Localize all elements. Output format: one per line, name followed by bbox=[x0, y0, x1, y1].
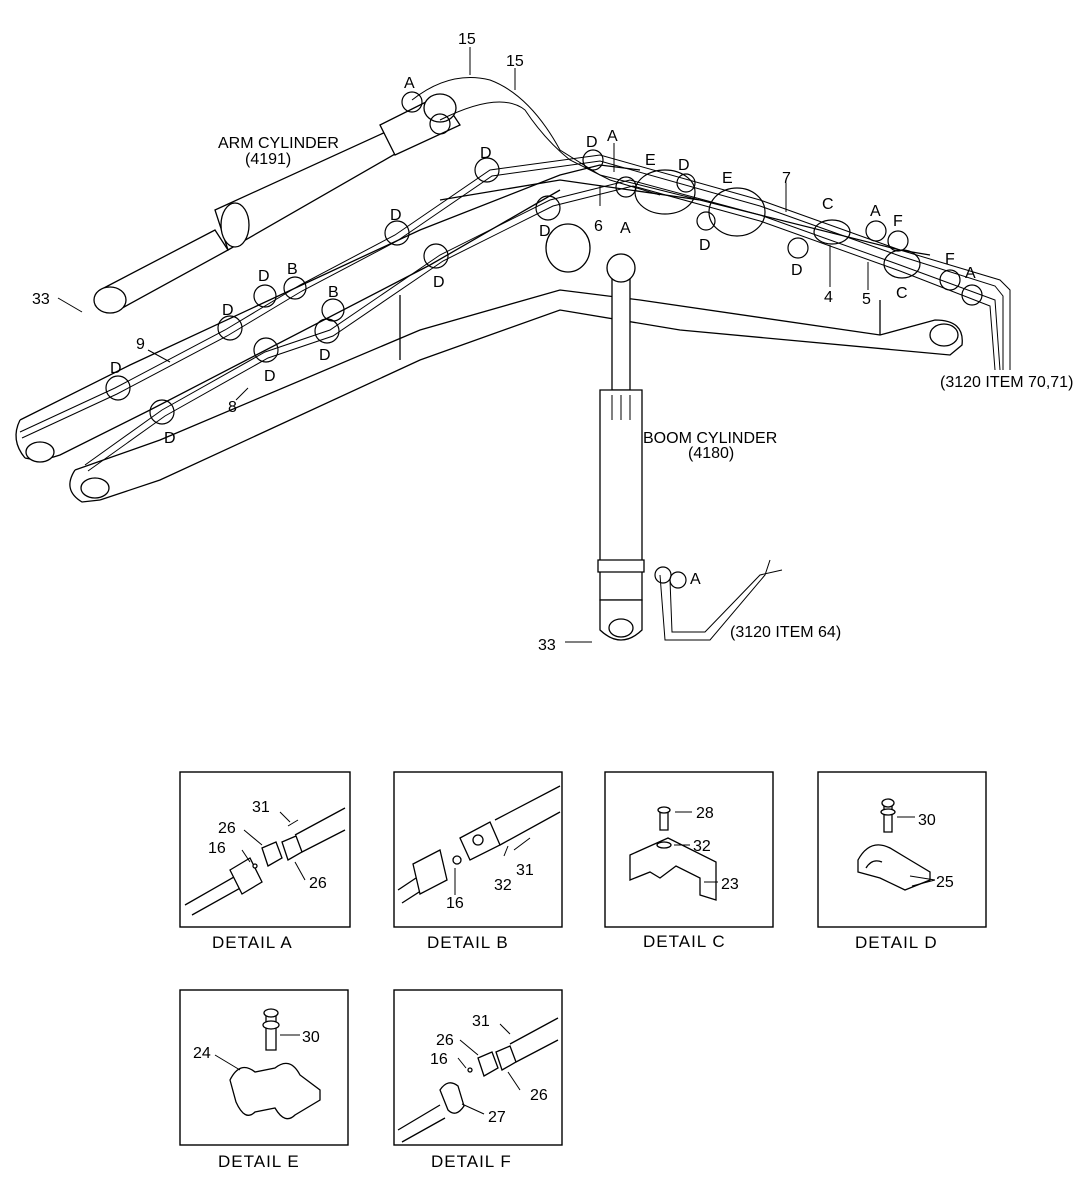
detail-a-part-26: 26 bbox=[309, 875, 327, 892]
callout-A: A bbox=[690, 571, 701, 588]
arm-cylinder-label: ARM CYLINDER bbox=[218, 135, 339, 152]
detail-d-part-30: 30 bbox=[918, 812, 936, 829]
hose-line-9 bbox=[19, 154, 1011, 433]
callout-D: D bbox=[678, 157, 690, 174]
arm-hose-15 bbox=[411, 77, 701, 201]
detail-e-part-30: 30 bbox=[302, 1029, 320, 1046]
callout-7: 7 bbox=[782, 170, 791, 187]
callout-A: A bbox=[620, 220, 631, 237]
boom-hose bbox=[659, 559, 771, 641]
detail-d-part-25: 25 bbox=[936, 874, 954, 891]
detail-b: 16 32 31 DETAIL B bbox=[393, 771, 563, 952]
callout-D: D bbox=[390, 207, 402, 224]
callout-6: 6 bbox=[594, 218, 603, 235]
detail-c: 28 32 23 DETAIL C bbox=[604, 771, 774, 951]
arm-cylinder bbox=[93, 93, 461, 314]
detail-f-part-31: 31 bbox=[472, 1013, 490, 1030]
callout-D: D bbox=[539, 223, 551, 240]
detail-f-caption: DETAIL F bbox=[431, 1152, 512, 1171]
detail-e-caption: DETAIL E bbox=[218, 1152, 300, 1171]
callout-A: A bbox=[870, 203, 881, 220]
detail-b-part-31: 31 bbox=[516, 862, 534, 879]
detail-b-part-32: 32 bbox=[494, 877, 512, 894]
hose-line-8 bbox=[84, 179, 1001, 466]
detail-a-part-26: 26 bbox=[218, 820, 236, 837]
callout-D: D bbox=[791, 262, 803, 279]
detail-b-caption: DETAIL B bbox=[427, 933, 509, 952]
detail-f-part-27: 27 bbox=[488, 1109, 506, 1126]
detail-d-caption: DETAIL D bbox=[855, 933, 938, 952]
detail-b-part-16: 16 bbox=[446, 895, 464, 912]
detail-f-part-16: 16 bbox=[430, 1051, 448, 1068]
detail-a-part-16: 16 bbox=[208, 840, 226, 857]
callout-D: D bbox=[319, 347, 331, 364]
detail-e-part-24: 24 bbox=[193, 1045, 211, 1062]
ref-label-top: (3120 ITEM 70,71) bbox=[940, 374, 1073, 391]
arm-body bbox=[15, 164, 641, 463]
callout-D: D bbox=[258, 268, 270, 285]
leader-lines bbox=[57, 47, 869, 643]
callout-8: 8 bbox=[228, 399, 237, 416]
detail-f-part-26: 26 bbox=[436, 1032, 454, 1049]
ref-label-bottom: (3120 ITEM 64) bbox=[730, 624, 841, 641]
callout-D: D bbox=[433, 274, 445, 291]
callout-B: B bbox=[328, 284, 339, 301]
callout-A: A bbox=[404, 75, 415, 92]
callout-9: 9 bbox=[136, 336, 145, 353]
boom-cylinder-code: (4180) bbox=[688, 445, 734, 462]
arm-cylinder-code: (4191) bbox=[245, 151, 291, 168]
callout-D: D bbox=[699, 237, 711, 254]
detail-f: 31 26 16 26 27 DETAIL F bbox=[393, 989, 563, 1171]
callout-4: 4 bbox=[824, 289, 833, 306]
detail-a: 31 26 16 26 DETAIL A bbox=[179, 771, 351, 952]
detail-f-part-26: 26 bbox=[530, 1087, 548, 1104]
callout-5: 5 bbox=[862, 291, 871, 308]
detail-c-part-23: 23 bbox=[721, 876, 739, 893]
callout-33: 33 bbox=[32, 291, 50, 308]
detail-e: 30 24 DETAIL E bbox=[179, 989, 349, 1171]
callout-C: C bbox=[822, 196, 834, 213]
callout-D: D bbox=[480, 145, 492, 162]
callout-D: D bbox=[222, 302, 234, 319]
callout-15: 15 bbox=[506, 53, 524, 70]
detail-a-caption: DETAIL A bbox=[212, 933, 293, 952]
callout-33: 33 bbox=[538, 637, 556, 654]
callout-F: F bbox=[945, 251, 955, 268]
detail-c-caption: DETAIL C bbox=[643, 932, 726, 951]
callout-C: C bbox=[896, 285, 908, 302]
detail-c-part-28: 28 bbox=[696, 805, 714, 822]
boom-cylinder-label: BOOM CYLINDER bbox=[643, 430, 777, 447]
boom-cylinder bbox=[597, 253, 645, 641]
detail-a-part-31: 31 bbox=[252, 799, 270, 816]
detail-d: 30 25 DETAIL D bbox=[817, 771, 987, 952]
callout-D: D bbox=[586, 134, 598, 151]
callout-A: A bbox=[965, 265, 976, 282]
callout-D: D bbox=[164, 430, 176, 447]
callout-D: D bbox=[110, 360, 122, 377]
callout-A: A bbox=[607, 128, 618, 145]
callout-E: E bbox=[722, 170, 733, 187]
callout-E: E bbox=[645, 152, 656, 169]
detail-c-part-32: 32 bbox=[693, 838, 711, 855]
fitting-markers bbox=[105, 91, 983, 589]
callout-15: 15 bbox=[458, 31, 476, 48]
callout-F: F bbox=[893, 213, 903, 230]
callout-D: D bbox=[264, 368, 276, 385]
callout-B: B bbox=[287, 261, 298, 278]
main-assembly: ARM CYLINDER (4191) BOOM CYLINDER (4180)… bbox=[15, 31, 1073, 654]
